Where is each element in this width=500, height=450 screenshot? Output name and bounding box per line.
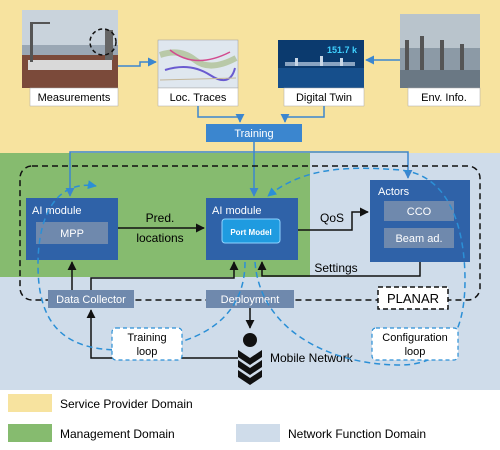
training-label: Training	[234, 128, 273, 140]
mpp-box	[36, 222, 108, 244]
legend-swatch-service-provider	[8, 394, 52, 412]
mobile-network-label: Mobile Network	[270, 351, 354, 365]
arrow-twin-to-training	[280, 106, 325, 123]
beam-ad-box	[384, 228, 454, 248]
training-loop-line2: loop	[137, 346, 158, 358]
arrow-network-to-collector	[86, 309, 238, 359]
deployment-label: Deployment	[221, 294, 280, 306]
port-model-box	[221, 218, 281, 244]
arrow-training-to-actors	[254, 151, 413, 179]
mpp-label: MPP	[60, 228, 84, 240]
loc-traces-label: Loc. Traces	[170, 92, 227, 104]
port-model-label: Port Model	[230, 228, 271, 237]
beam-ad-label: Beam ad.	[395, 233, 442, 245]
training-loop-path	[37, 180, 246, 351]
measurements-label: Measurements	[38, 92, 111, 104]
arrow-measurements-to-loc	[118, 57, 157, 67]
digital-twin-label: Digital Twin	[296, 92, 352, 104]
env-info-label: Env. Info.	[421, 92, 467, 104]
deployment-box	[206, 290, 294, 308]
planar-label-box	[377, 286, 449, 310]
arrow-collector-to-right-module	[90, 261, 239, 290]
legend-label-service-provider: Service Provider Domain	[60, 397, 193, 411]
antenna-icon	[238, 333, 262, 385]
actors-title: Actors	[378, 186, 410, 198]
arrow-loc-to-training	[197, 106, 245, 123]
pred-locations-line1: Pred.	[146, 211, 175, 225]
legend-label-management: Management Domain	[60, 427, 175, 441]
digital-twin-render	[278, 40, 364, 88]
training-loop-box	[111, 327, 183, 361]
data-collector-label: Data Collector	[56, 294, 126, 306]
arrow-settings	[257, 261, 421, 277]
loc-traces-map	[157, 39, 239, 89]
training-box	[206, 124, 302, 142]
settings-label: Settings	[314, 261, 357, 275]
qos-label: QoS	[320, 211, 344, 225]
configuration-loop-box	[371, 327, 459, 361]
configuration-loop-line1: Configuration	[382, 332, 447, 344]
configuration-loop-path	[254, 167, 466, 366]
measurements-photo	[22, 10, 118, 88]
arrow-qos	[298, 207, 369, 231]
env-info-photo	[400, 14, 480, 88]
pred-locations-line2: locations	[136, 231, 183, 245]
cco-box	[384, 201, 454, 221]
legend: Service Provider Domain Management Domai…	[8, 394, 426, 442]
legend-label-network-function: Network Function Domain	[288, 427, 426, 441]
arrow-training-to-left-module	[65, 142, 255, 197]
configuration-loop-line2: loop	[405, 346, 426, 358]
legend-swatch-management	[8, 424, 52, 442]
ai-module-left-title: AI module	[32, 205, 82, 217]
planar-label: PLANAR	[387, 291, 439, 306]
env-info-label-box	[407, 87, 481, 107]
measurements-label-box	[29, 87, 119, 107]
legend-swatch-network-function	[236, 424, 280, 442]
ai-module-right-title: AI module	[212, 205, 262, 217]
digital-twin-overlay-text: 151.7 k	[327, 45, 358, 55]
data-collector-box	[48, 290, 134, 308]
training-loop-line1: Training	[127, 332, 166, 344]
cco-label: CCO	[407, 206, 432, 218]
